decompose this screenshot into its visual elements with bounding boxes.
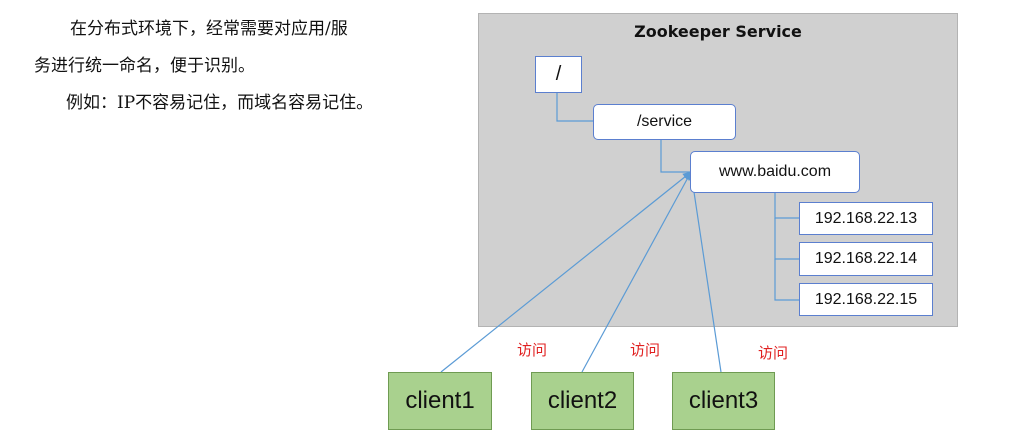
tree-link-root-service — [556, 92, 593, 122]
tree-link-service-domain — [660, 139, 690, 173]
access-line-client2 — [581, 171, 692, 373]
client2-box: client2 — [531, 372, 634, 430]
node-ip-1: 192.168.22.13 — [799, 202, 933, 235]
tree-link-domain-ip1 — [774, 192, 799, 219]
panel-title: Zookeeper Service — [634, 22, 802, 41]
tree-link-domain-ip3 — [774, 259, 799, 301]
tree-link-domain-ip2 — [774, 218, 799, 260]
client1-box: client1 — [388, 372, 492, 430]
visit-label-1: 访问 — [517, 341, 548, 359]
node-root: / — [535, 56, 582, 93]
visit-label-3: 访问 — [758, 344, 789, 362]
node-ip-2: 192.168.22.14 — [799, 242, 933, 276]
intro-line-3: 例如：IP不容易记住，而域名容易记住。 — [66, 93, 374, 113]
intro-text: 在分布式环境下，经常需要对应用/服 务进行统一命名，便于识别。 例如：IP不容易… — [0, 0, 460, 130]
intro-line-2: 务进行统一命名，便于识别。 — [34, 56, 255, 76]
access-line-client3 — [688, 171, 722, 373]
node-service: /service — [593, 104, 736, 140]
visit-label-2: 访问 — [630, 341, 661, 359]
intro-line-1: 在分布式环境下，经常需要对应用/服 — [70, 19, 348, 39]
node-domain: www.baidu.com — [690, 151, 860, 193]
node-ip-3: 192.168.22.15 — [799, 283, 933, 316]
access-line-client1 — [440, 171, 692, 373]
client3-box: client3 — [672, 372, 775, 430]
